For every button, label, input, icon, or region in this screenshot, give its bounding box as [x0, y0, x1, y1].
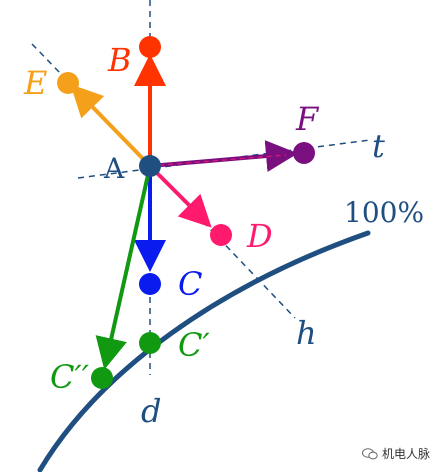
vector-A-to-C-double-prime — [95, 165, 152, 370]
curve-100-percent — [37, 230, 371, 472]
point-C-prime — [139, 332, 161, 354]
label-C-double-prime: C′′ — [50, 358, 90, 396]
label-B: B — [107, 41, 132, 79]
label-d: d — [141, 392, 161, 430]
label-A: A — [103, 152, 125, 185]
label-t: t — [372, 127, 385, 165]
watermark: 机电人脉 — [361, 445, 430, 462]
label-C-prime: C′ — [178, 326, 210, 364]
label-C: C — [178, 265, 202, 303]
point-D — [210, 224, 232, 246]
vector-A-to-E — [70, 84, 152, 168]
label-F: F — [295, 100, 320, 138]
wechat-logo-icon — [361, 447, 378, 459]
label-curve-100-percent: 100% — [344, 196, 424, 229]
point-C — [139, 273, 161, 295]
point-A — [139, 155, 161, 177]
point-C-double-prime — [91, 367, 113, 389]
watermark-text: 机电人脉 — [381, 447, 430, 461]
label-E: E — [23, 64, 47, 102]
point-B — [139, 36, 161, 58]
vector-A-to-F-highlight — [149, 154, 287, 167]
label-D: D — [246, 217, 273, 255]
point-E — [57, 72, 79, 94]
label-h: h — [296, 314, 317, 352]
point-F — [293, 142, 315, 164]
vector-A-to-D — [148, 164, 212, 228]
